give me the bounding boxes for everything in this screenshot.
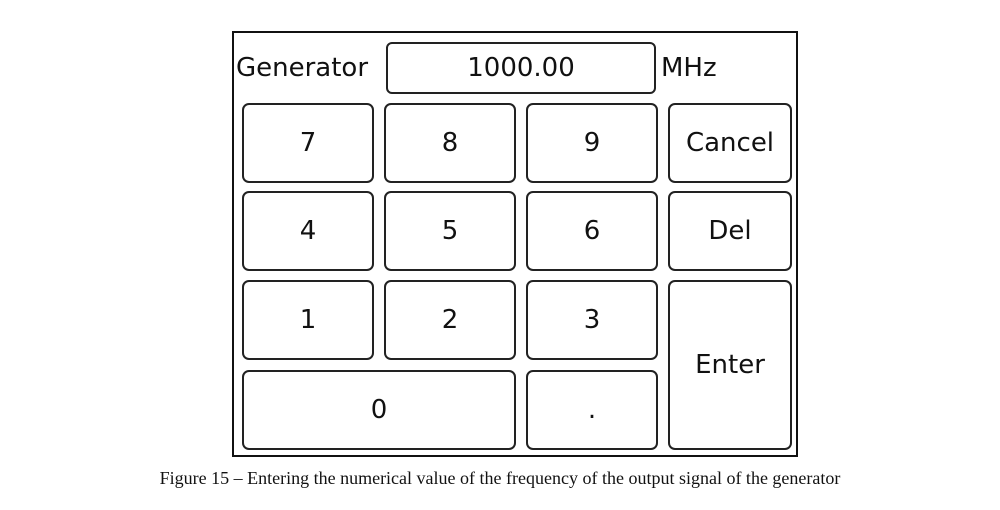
key-6-button[interactable]: 6: [526, 191, 658, 271]
generator-label: Generator: [236, 53, 369, 83]
unit-label: MHz: [661, 53, 717, 83]
frequency-value-field[interactable]: 1000.00: [386, 42, 656, 94]
cancel-button[interactable]: Cancel: [668, 103, 792, 183]
key-1-button[interactable]: 1: [242, 280, 374, 360]
key-4-button[interactable]: 4: [242, 191, 374, 271]
key-8-button[interactable]: 8: [384, 103, 516, 183]
decimal-point-button[interactable]: .: [526, 370, 658, 450]
delete-button[interactable]: Del: [668, 191, 792, 271]
key-7-button[interactable]: 7: [242, 103, 374, 183]
key-0-button[interactable]: 0: [242, 370, 516, 450]
key-3-button[interactable]: 3: [526, 280, 658, 360]
key-9-button[interactable]: 9: [526, 103, 658, 183]
frequency-entry-panel: Generator 1000.00 MHz 7 8 9 Cancel 4 5 6…: [232, 31, 798, 457]
enter-button[interactable]: Enter: [668, 280, 792, 450]
key-2-button[interactable]: 2: [384, 280, 516, 360]
figure-caption: Figure 15 – Entering the numerical value…: [159, 468, 841, 488]
key-5-button[interactable]: 5: [384, 191, 516, 271]
